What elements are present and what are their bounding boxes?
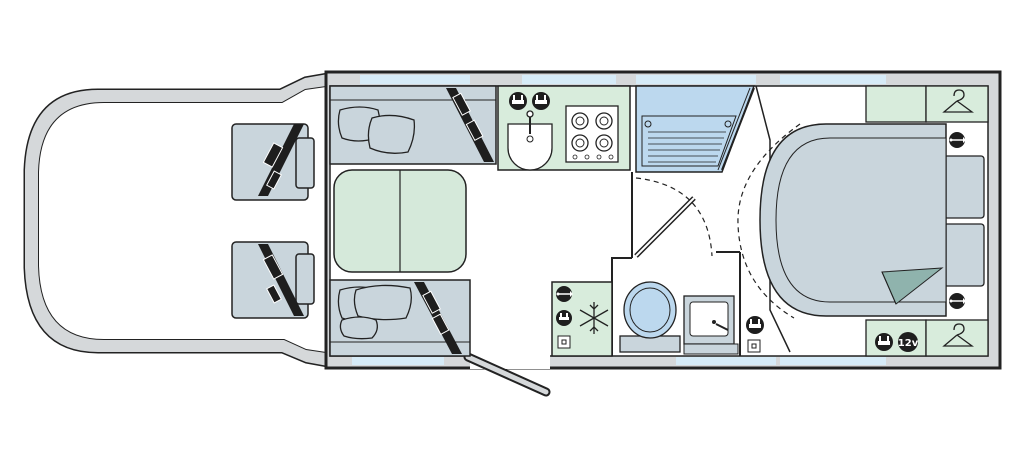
socket-icon	[509, 92, 527, 110]
lounge-seat-top	[329, 85, 497, 165]
usb-icon	[949, 293, 966, 309]
hanger-icon	[942, 89, 974, 113]
shower-tray	[635, 85, 756, 173]
seatbelt-icon	[414, 282, 462, 354]
windows	[352, 75, 886, 365]
snowflake-icon	[579, 302, 609, 334]
seatbelt-icon	[446, 88, 494, 162]
cab-seat-passenger	[231, 241, 315, 319]
socket-icon	[532, 92, 550, 110]
washbasin-icon	[683, 295, 739, 355]
window	[360, 75, 470, 84]
window	[676, 357, 776, 365]
cab-shell	[23, 72, 329, 368]
bedside-cabinet	[943, 223, 985, 287]
dining-table	[333, 169, 467, 273]
hanger-icon	[942, 323, 974, 347]
window	[636, 75, 756, 84]
socket-icon	[556, 310, 572, 326]
twelve-volt-label: 12v	[898, 338, 919, 349]
window	[352, 357, 444, 365]
window	[780, 75, 886, 84]
usb-icon	[949, 132, 966, 148]
cab-seat-driver	[231, 123, 315, 201]
seatbelt-icon	[258, 244, 304, 316]
bedside-cabinet	[943, 155, 985, 219]
socket-icon	[875, 333, 893, 351]
pillow-icon	[337, 106, 416, 154]
bedroom: 12v	[737, 85, 989, 357]
wardrobe	[925, 85, 989, 123]
usb-icon	[556, 286, 573, 302]
twelve-volt-socket-icon: 12v	[898, 332, 919, 352]
sink-icon	[507, 110, 553, 171]
toilet-icon	[619, 281, 681, 353]
island-bed	[759, 123, 947, 317]
gas-hob-icon	[565, 105, 619, 163]
fridge-unit	[551, 281, 613, 357]
wardrobe	[865, 85, 927, 123]
entrance-door	[463, 352, 551, 397]
shaver-socket-icon	[746, 316, 764, 353]
lounge-seat-bottom	[329, 279, 471, 357]
pillow-icon	[337, 284, 412, 340]
seatbelt-icon	[258, 124, 304, 196]
window	[780, 357, 886, 365]
washroom	[611, 172, 764, 356]
kitchen-unit	[497, 85, 631, 171]
window	[522, 75, 616, 84]
wardrobe	[925, 319, 989, 357]
